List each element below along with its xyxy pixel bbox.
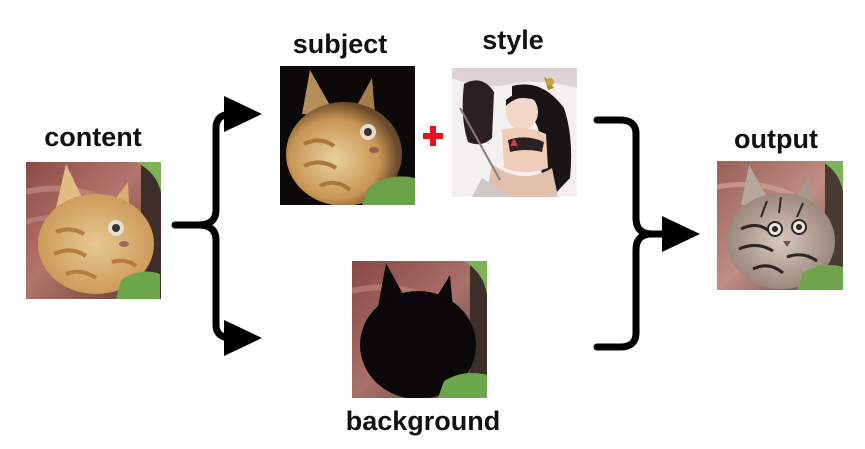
subject-image	[280, 66, 415, 205]
plus-icon	[423, 126, 443, 146]
output-image	[717, 161, 843, 290]
subject-label: subject	[292, 29, 388, 59]
content-label: content	[44, 122, 142, 152]
content-image	[26, 162, 161, 299]
subject-arrow-icon	[224, 96, 262, 132]
background-image	[352, 261, 487, 398]
background-label: background	[345, 406, 501, 436]
merge-brace-icon	[593, 116, 672, 351]
output-arrow-icon	[662, 216, 700, 252]
output-label: output	[734, 124, 818, 154]
background-arrow-icon	[224, 320, 262, 356]
style-image	[452, 68, 577, 197]
split-brace-icon	[171, 110, 242, 342]
style-label: style	[482, 25, 544, 55]
